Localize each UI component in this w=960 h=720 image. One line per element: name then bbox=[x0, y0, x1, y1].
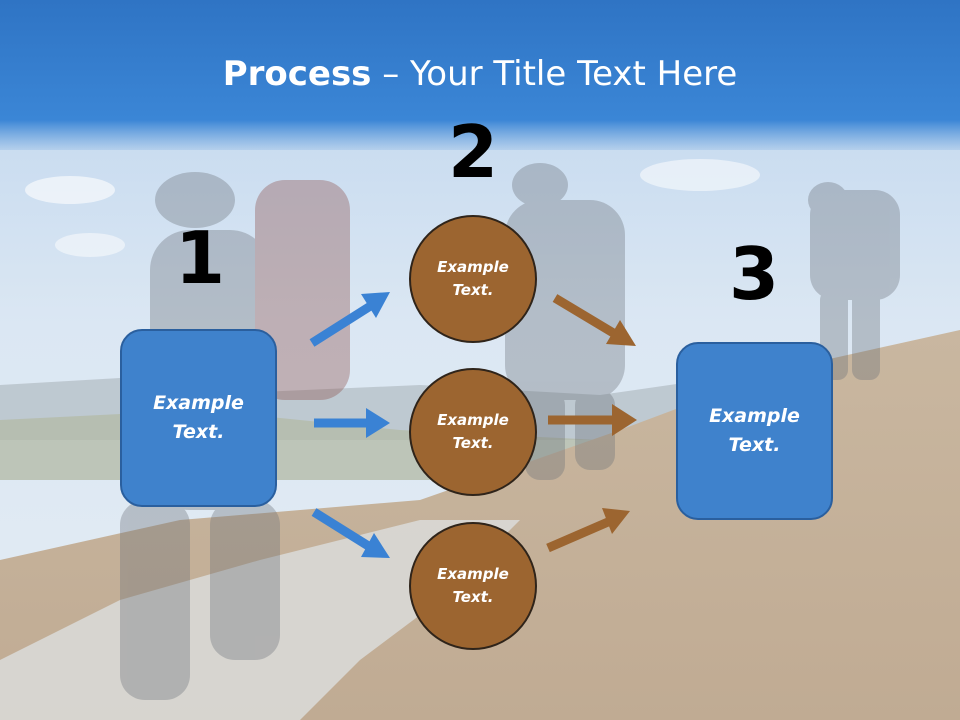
step-1-box: Example Text. bbox=[120, 329, 277, 507]
step-number-3: 3 bbox=[728, 232, 780, 316]
title-bold: Process bbox=[222, 54, 372, 94]
step-3-text: Example Text. bbox=[709, 405, 800, 456]
blue-arrow-down bbox=[311, 508, 390, 558]
brown-arrow-down bbox=[552, 294, 636, 346]
brown-arrow-middle bbox=[548, 404, 637, 436]
step-2-circle-top: Example Text. bbox=[409, 215, 537, 343]
step-3-box: Example Text. bbox=[676, 342, 833, 520]
step-number-2: 2 bbox=[447, 110, 499, 194]
circle-top-text: Example Text. bbox=[437, 258, 509, 299]
blue-arrow-middle bbox=[314, 408, 390, 438]
step-1-text: Example Text. bbox=[153, 392, 244, 443]
step-2-circle-middle: Example Text. bbox=[409, 368, 537, 496]
title-rest: – Your Title Text Here bbox=[371, 54, 738, 94]
blue-arrow-up bbox=[309, 292, 390, 347]
brown-arrow-up bbox=[546, 508, 630, 553]
slide-title: Process – Your Title Text Here bbox=[0, 52, 960, 96]
step-2-circle-bottom: Example Text. bbox=[409, 522, 537, 650]
step-number-1: 1 bbox=[174, 216, 226, 300]
circle-middle-text: Example Text. bbox=[437, 411, 509, 452]
circle-bottom-text: Example Text. bbox=[437, 565, 509, 606]
